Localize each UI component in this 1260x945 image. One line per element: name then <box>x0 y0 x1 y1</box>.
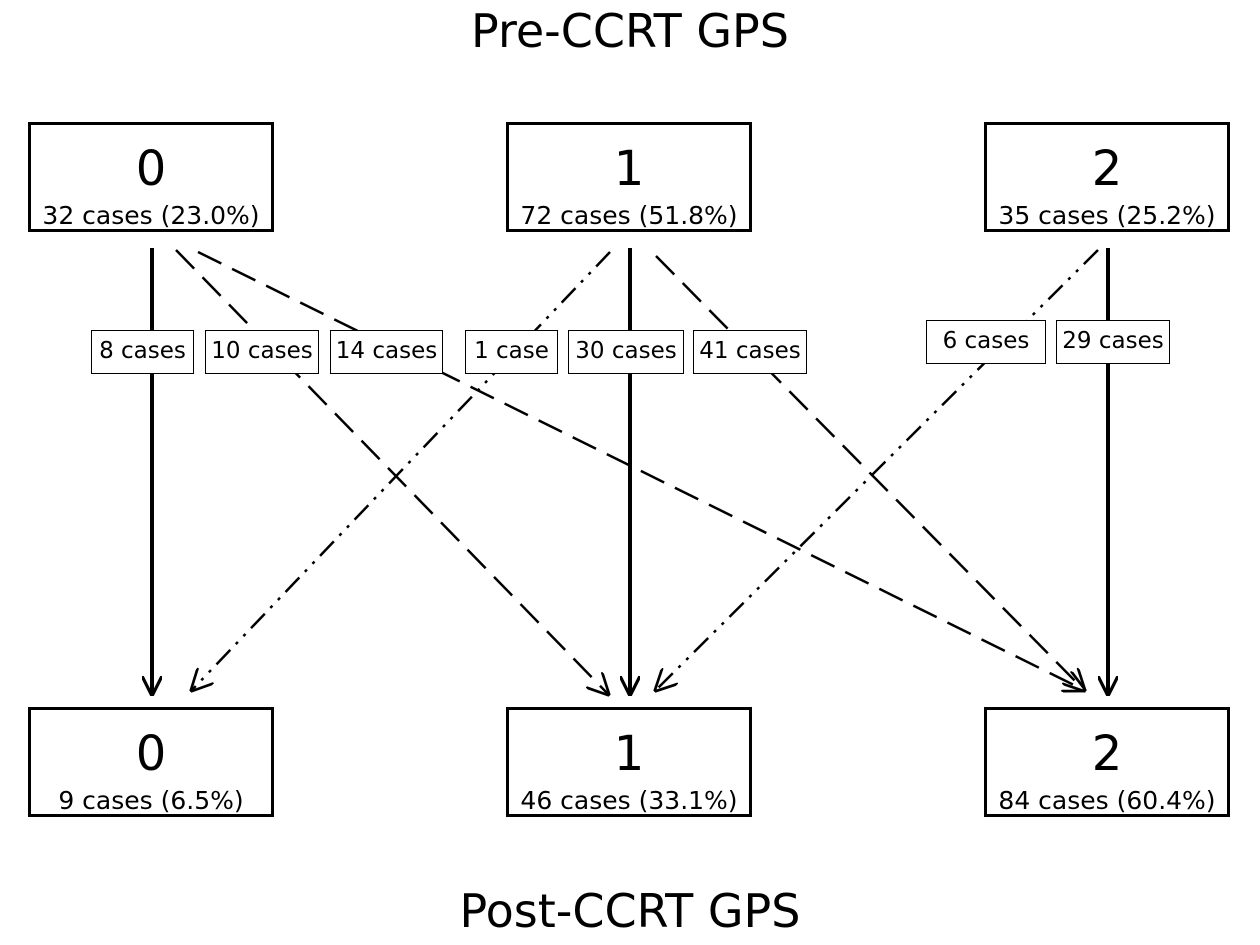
transition-label-2-1: 6 cases <box>926 320 1046 364</box>
pre-node-cases: 72 cases (51.8%) <box>520 201 738 230</box>
transition-label-2-2: 29 cases <box>1056 320 1170 364</box>
post-node-score: 0 <box>135 726 167 782</box>
post-node-score: 1 <box>613 726 645 782</box>
transition-label-0-1: 10 cases <box>205 330 319 374</box>
pre-node-score: 0 <box>135 141 167 197</box>
transition-label-1-1: 30 cases <box>568 330 684 374</box>
pre-node-cases: 35 cases (25.2%) <box>998 201 1216 230</box>
pre-node-score: 1 <box>613 141 645 197</box>
arrow-2-to-1 <box>656 249 1099 690</box>
post-node-1: 1 46 cases (33.1%) <box>506 707 752 817</box>
post-node-2: 2 84 cases (60.4%) <box>984 707 1230 817</box>
transition-label-0-0: 8 cases <box>91 330 194 374</box>
pre-node-cases: 32 cases (23.0%) <box>42 201 260 230</box>
post-node-score: 2 <box>1091 726 1123 782</box>
transition-label-1-0: 1 case <box>465 330 558 374</box>
transition-label-1-2: 41 cases <box>693 330 807 374</box>
post-node-0: 0 9 cases (6.5%) <box>28 707 274 817</box>
arrow-1-to-0 <box>192 251 611 690</box>
pre-node-2: 2 35 cases (25.2%) <box>984 122 1230 232</box>
pre-node-score: 2 <box>1091 141 1123 197</box>
post-ccrt-title: Post-CCRT GPS <box>459 884 801 938</box>
post-node-cases: 84 cases (60.4%) <box>998 786 1216 815</box>
transition-label-0-2: 14 cases <box>330 330 443 374</box>
pre-node-0: 0 32 cases (23.0%) <box>28 122 274 232</box>
arrow-1-to-2 <box>655 255 1084 690</box>
arrow-0-to-1 <box>175 249 608 694</box>
arrow-0-to-2 <box>197 250 1084 690</box>
pre-ccrt-title: Pre-CCRT GPS <box>471 4 789 58</box>
post-node-cases: 9 cases (6.5%) <box>58 786 244 815</box>
pre-node-1: 1 72 cases (51.8%) <box>506 122 752 232</box>
post-node-cases: 46 cases (33.1%) <box>520 786 738 815</box>
